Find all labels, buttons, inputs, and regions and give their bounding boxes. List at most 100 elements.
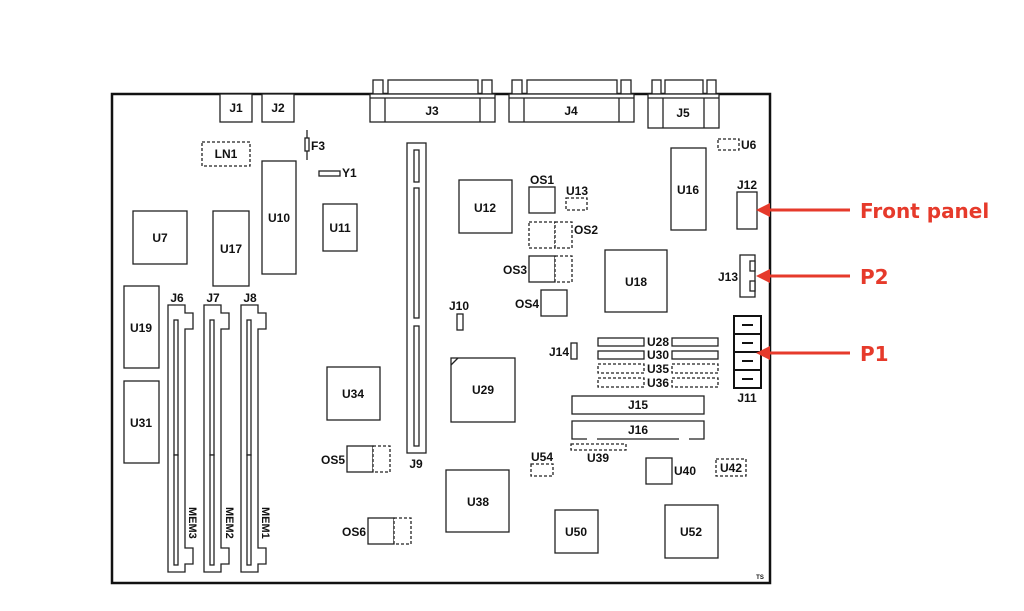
label-u16: U16 bbox=[677, 183, 699, 197]
chip-u38 bbox=[445, 469, 510, 533]
oscillator-os2-outline bbox=[554, 221, 573, 249]
label-u54: U54 bbox=[531, 450, 553, 464]
label-f3: F3 bbox=[311, 139, 325, 153]
fuse-f3 bbox=[304, 137, 310, 152]
label-u10: U10 bbox=[268, 211, 290, 225]
chip-u16 bbox=[670, 147, 707, 231]
label-u18: U18 bbox=[625, 275, 647, 289]
connector-j13 bbox=[739, 254, 756, 298]
connector-j2 bbox=[261, 93, 295, 123]
connector-j12 bbox=[736, 191, 758, 230]
chip-u28 bbox=[597, 337, 719, 347]
oscillator-os2 bbox=[528, 221, 556, 249]
oscillator-os5 bbox=[346, 445, 374, 473]
slot-j7 bbox=[203, 304, 230, 573]
chip-u19 bbox=[123, 285, 160, 369]
label-j6: J6 bbox=[170, 291, 184, 305]
board-outline bbox=[110, 92, 772, 585]
label-j8: J8 bbox=[243, 291, 257, 305]
label-u50: U50 bbox=[565, 525, 587, 539]
jumper-j10 bbox=[456, 313, 464, 331]
label-u13: U13 bbox=[566, 184, 588, 198]
label-os4: OS4 bbox=[515, 297, 539, 311]
chip-u7 bbox=[132, 210, 188, 265]
label-u7: U7 bbox=[152, 231, 168, 245]
chip-u30 bbox=[597, 350, 719, 360]
callout-arrow-p1 bbox=[756, 346, 850, 360]
oscillator-os6-outline bbox=[393, 517, 412, 545]
label-u30: U30 bbox=[647, 348, 669, 362]
chip-u29 bbox=[450, 357, 516, 423]
chip-u40 bbox=[645, 457, 673, 485]
label-os5: OS5 bbox=[321, 453, 345, 467]
label-y1: Y1 bbox=[342, 166, 357, 180]
oscillator-os4 bbox=[540, 289, 568, 317]
callout-front-panel: Front panel bbox=[860, 199, 989, 223]
callout-arrow-front-panel bbox=[756, 203, 850, 217]
label-j9: J9 bbox=[409, 457, 423, 471]
chip-u29-pin1-mark bbox=[450, 357, 459, 366]
label-mem1: MEM1 bbox=[259, 507, 271, 539]
label-u6: U6 bbox=[741, 138, 757, 152]
label-j3: J3 bbox=[425, 104, 439, 118]
label-j12: J12 bbox=[737, 178, 757, 192]
label-u12: U12 bbox=[474, 201, 496, 215]
label-j4: J4 bbox=[564, 104, 578, 118]
connector-j1 bbox=[219, 93, 253, 123]
label-j11: J11 bbox=[737, 391, 757, 405]
oscillator-os5-outline bbox=[372, 445, 391, 473]
chip-u42 bbox=[715, 458, 747, 477]
label-u42: U42 bbox=[720, 461, 742, 475]
chip-u6 bbox=[717, 138, 740, 151]
label-os3: OS3 bbox=[503, 263, 527, 277]
label-u52: U52 bbox=[680, 525, 702, 539]
oscillator-os6 bbox=[367, 517, 395, 545]
label-ln1: LN1 bbox=[215, 147, 238, 161]
label-u35: U35 bbox=[647, 362, 669, 376]
chip-u52 bbox=[664, 504, 719, 559]
label-j13: J13 bbox=[718, 270, 738, 284]
label-u29: U29 bbox=[472, 383, 494, 397]
label-u17: U17 bbox=[220, 242, 242, 256]
chip-u35 bbox=[597, 363, 719, 374]
label-j2: J2 bbox=[271, 101, 285, 115]
chip-u10 bbox=[261, 160, 297, 275]
connector-j4 bbox=[508, 79, 635, 123]
callout-p1: P1 bbox=[860, 342, 889, 366]
label-j5: J5 bbox=[676, 106, 690, 120]
chip-u31 bbox=[123, 380, 160, 464]
callout-arrow-p2 bbox=[756, 269, 850, 283]
chip-u12 bbox=[458, 179, 513, 234]
label-u11: U11 bbox=[329, 221, 351, 235]
chip-u17 bbox=[212, 210, 250, 287]
chip-u13 bbox=[565, 197, 588, 211]
label-u39: U39 bbox=[587, 451, 609, 465]
chip-u36 bbox=[597, 377, 719, 388]
label-u19: U19 bbox=[130, 321, 152, 335]
corner-mark: TS bbox=[756, 575, 764, 581]
label-mem2: MEM2 bbox=[223, 507, 235, 539]
slot-j8 bbox=[240, 304, 267, 573]
label-u34: U34 bbox=[342, 387, 364, 401]
label-j15: J15 bbox=[628, 398, 648, 412]
connector-j11 bbox=[733, 315, 762, 389]
connector-j15 bbox=[571, 395, 705, 415]
label-os6: OS6 bbox=[342, 525, 366, 539]
crystal-y1 bbox=[318, 170, 341, 177]
connector-j16 bbox=[571, 420, 705, 440]
chip-u34 bbox=[326, 366, 381, 421]
label-u36: U36 bbox=[647, 376, 669, 390]
connector-j3 bbox=[369, 79, 496, 123]
connector-j5 bbox=[647, 79, 720, 129]
callout-p2: P2 bbox=[860, 265, 889, 289]
oscillator-os3-outline bbox=[554, 255, 573, 283]
label-j1: J1 bbox=[229, 101, 243, 115]
slot-j6 bbox=[167, 304, 194, 573]
label-os1: OS1 bbox=[530, 173, 554, 187]
chip-u54 bbox=[530, 463, 554, 477]
label-mem3: MEM3 bbox=[186, 507, 198, 539]
chip-u11 bbox=[322, 203, 358, 252]
ln1 bbox=[201, 141, 251, 167]
label-os2: OS2 bbox=[574, 223, 598, 237]
